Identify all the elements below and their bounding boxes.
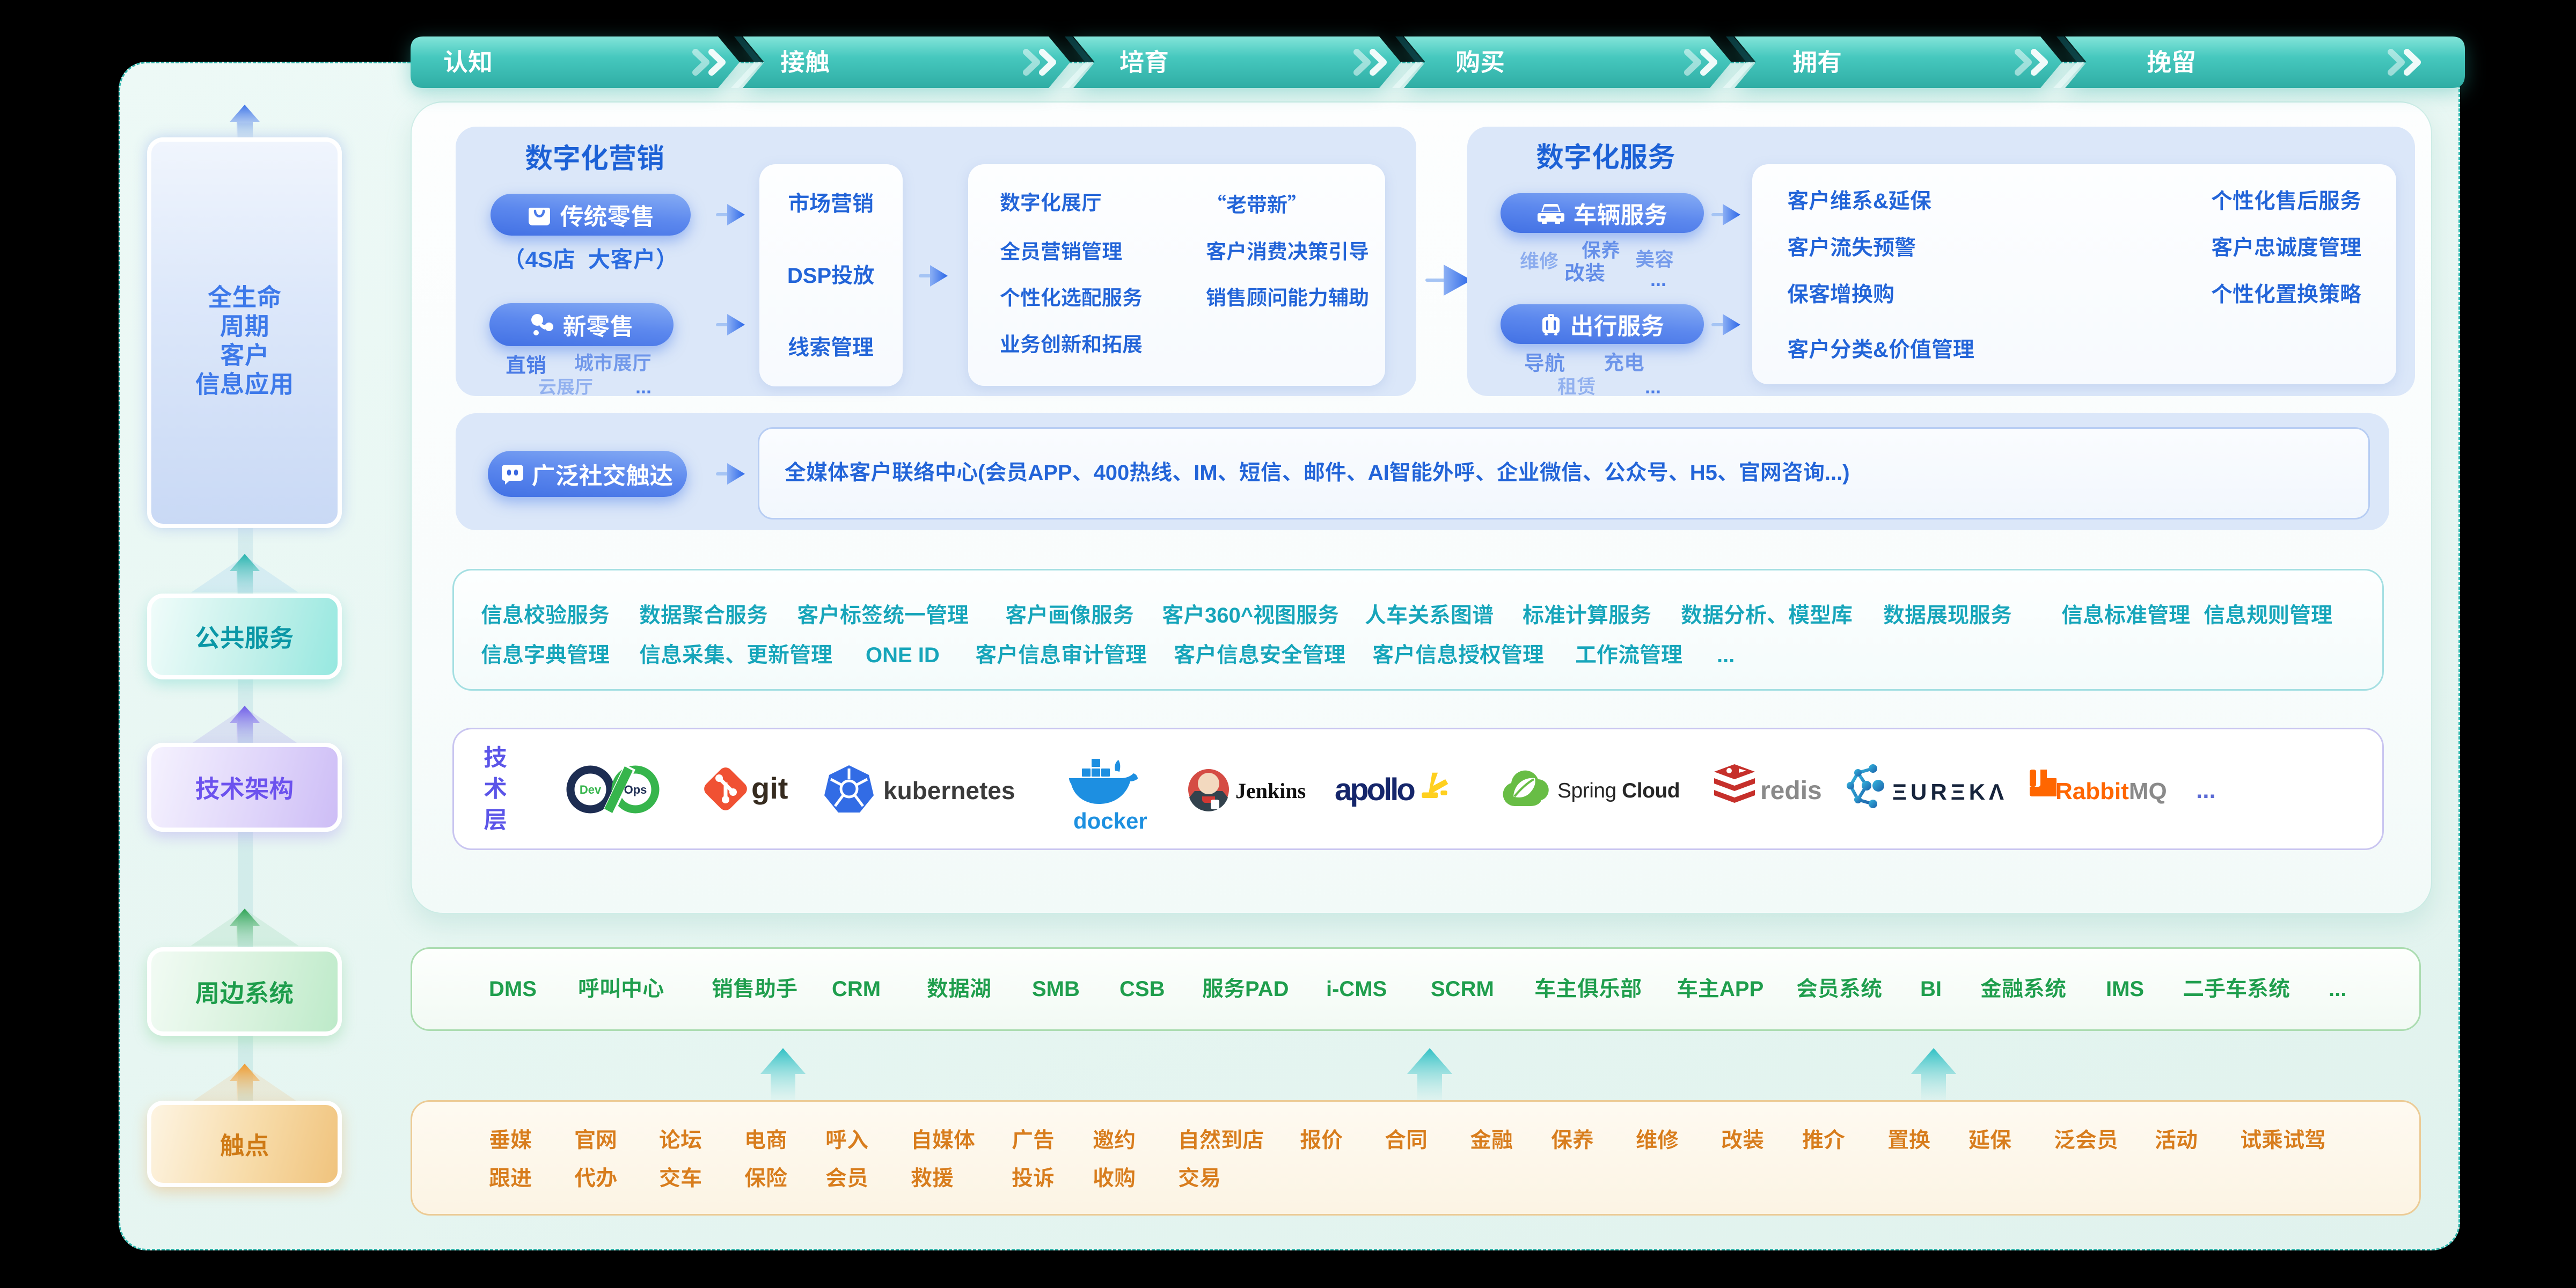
svg-text:认知: 认知	[443, 48, 493, 76]
svg-text:购买: 购买	[1455, 48, 1505, 76]
svg-text:拥有: 拥有	[1792, 48, 1842, 76]
svg-text:Ops: Ops	[624, 783, 647, 796]
svg-text:Dev: Dev	[580, 783, 602, 796]
svg-text:挽留: 挽留	[2147, 48, 2196, 76]
svg-text:接触: 接触	[780, 48, 830, 76]
svg-text:培育: 培育	[1119, 48, 1169, 76]
